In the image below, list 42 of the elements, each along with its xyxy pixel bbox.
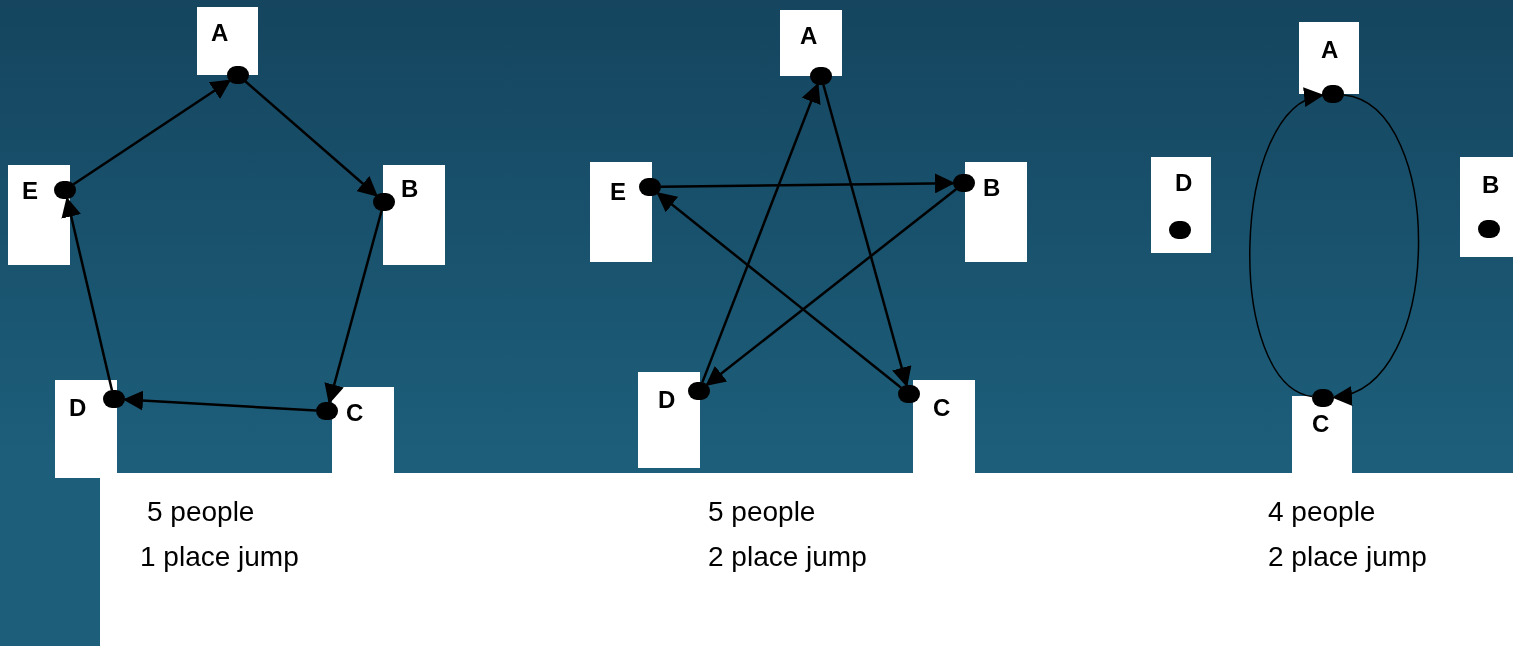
arrow	[822, 84, 912, 388]
node-letter: B	[401, 177, 419, 201]
arrow	[656, 192, 902, 389]
node-letter: C	[933, 396, 951, 420]
node-letter: E	[610, 180, 626, 204]
arrow	[123, 390, 317, 412]
arrow	[661, 173, 955, 194]
node-letter: A	[800, 24, 818, 48]
caption-text: 4 people	[1268, 498, 1376, 526]
caption-text: 1 place jump	[140, 543, 299, 571]
node-letter: D	[658, 388, 676, 412]
letter-card	[332, 387, 394, 473]
arrow	[244, 80, 378, 197]
arrow	[72, 79, 232, 186]
caption-text: 5 people	[708, 498, 816, 526]
letter-card	[8, 165, 70, 265]
node-letter: B	[1482, 173, 1500, 197]
letter-card	[1460, 157, 1513, 257]
letter-card	[197, 7, 258, 75]
caption-text: 2 place jump	[708, 543, 867, 571]
caption-text: 5 people	[147, 498, 255, 526]
letter-card	[965, 162, 1027, 262]
letter-card	[1299, 22, 1359, 94]
arrow	[705, 188, 957, 386]
letter-card	[638, 372, 700, 468]
node-letter: A	[211, 21, 229, 45]
node-letter: C	[1312, 412, 1330, 436]
letter-card	[1292, 396, 1352, 473]
letter-card	[780, 10, 842, 76]
letter-card	[590, 162, 652, 262]
letter-card	[913, 380, 975, 473]
caption-text: 2 place jump	[1268, 543, 1427, 571]
node-letter: C	[346, 401, 364, 425]
letter-card	[1151, 157, 1211, 253]
node-letter: B	[983, 176, 1001, 200]
node-letter: D	[69, 396, 87, 420]
node-letter: E	[22, 179, 38, 203]
letter-card	[383, 165, 445, 265]
arrow	[324, 210, 383, 405]
node-letter: D	[1175, 171, 1193, 195]
node-letter: A	[1321, 38, 1339, 62]
letter-card	[55, 380, 117, 478]
